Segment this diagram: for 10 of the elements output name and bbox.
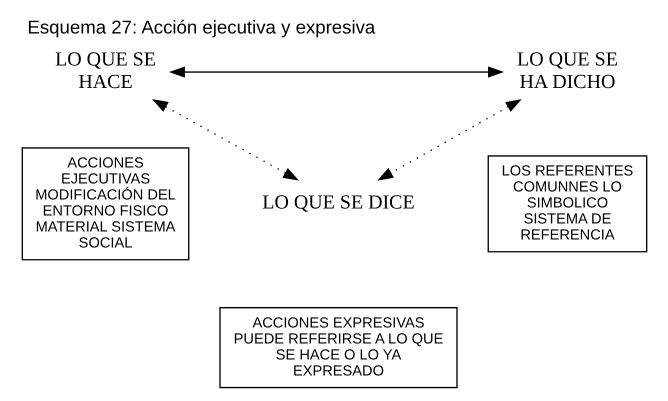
node-text: LO QUE SE HA DICHO [516,48,618,94]
node-text: LO QUE SE HACE [54,48,156,94]
node-text: LO QUE SE DICE [262,191,414,214]
node-box: LOS REFERENTES COMUNNES LO SIMBOLICO SISTEMA DE REFERENCIA [487,155,647,252]
diagram-title: Esquema 27: Acción ejecutiva y expresiva [26,16,375,38]
arrow [168,66,504,78]
node-box: ACCIONES EJECUTIVAS MODIFICACIÓN DEL ENTORNO FISICO MATERIAL SISTEMA SOCIAL [21,147,189,260]
arrow [152,99,299,181]
arrow [376,99,522,181]
node-box: ACCIONES EXPRESIVAS PUEDE REFERIRSE A LO QUE SE HACE O LO YA EXPRESADO [218,307,458,388]
